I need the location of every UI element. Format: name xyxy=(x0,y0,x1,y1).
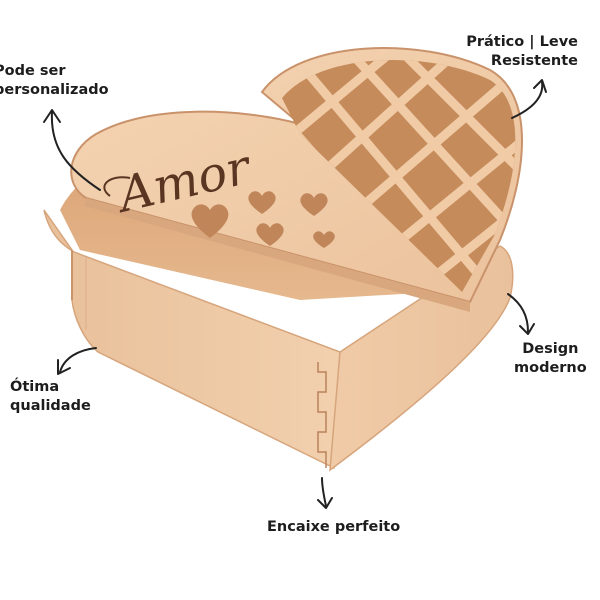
callout-encaixe-line1: Encaixe perfeito xyxy=(267,519,401,535)
callout-pratico-line1: Prático | Leve xyxy=(466,34,578,50)
corner-joint xyxy=(317,362,327,468)
callout-otima-line2: qualidade xyxy=(10,398,91,414)
heart-cutout xyxy=(191,204,229,238)
callout-otima: Ótima qualidade xyxy=(10,378,91,416)
heart-cutout xyxy=(313,231,335,248)
callout-design-line1: Design xyxy=(522,341,579,357)
callout-personalizado-line1: Pode ser xyxy=(0,63,66,79)
heart-cutouts xyxy=(191,191,335,248)
engraving-swash xyxy=(103,176,131,197)
arrow-otima xyxy=(59,347,97,373)
arrow-design xyxy=(507,293,529,333)
callout-encaixe: Encaixe perfeito xyxy=(267,518,400,537)
arrow-pratico xyxy=(511,81,544,119)
callout-design: Design moderno xyxy=(514,340,587,378)
callout-pratico-line2: Resistente xyxy=(490,53,578,69)
callout-personalizado: Pode ser personalizado xyxy=(0,62,109,100)
heart-cutout xyxy=(256,223,284,246)
heart-cutout xyxy=(300,193,328,216)
callout-pratico: Prático | Leve Resistente xyxy=(466,33,578,71)
callout-otima-line1: Ótima xyxy=(10,379,60,395)
callout-arrows xyxy=(43,79,547,509)
callout-personalizado-line2: personalizado xyxy=(0,82,109,98)
box-left-side xyxy=(43,209,341,470)
arrow-personalizado xyxy=(50,111,101,191)
heart-cutout xyxy=(248,191,276,214)
arrow-encaixe xyxy=(321,477,327,507)
callout-design-line2: moderno xyxy=(514,360,587,376)
